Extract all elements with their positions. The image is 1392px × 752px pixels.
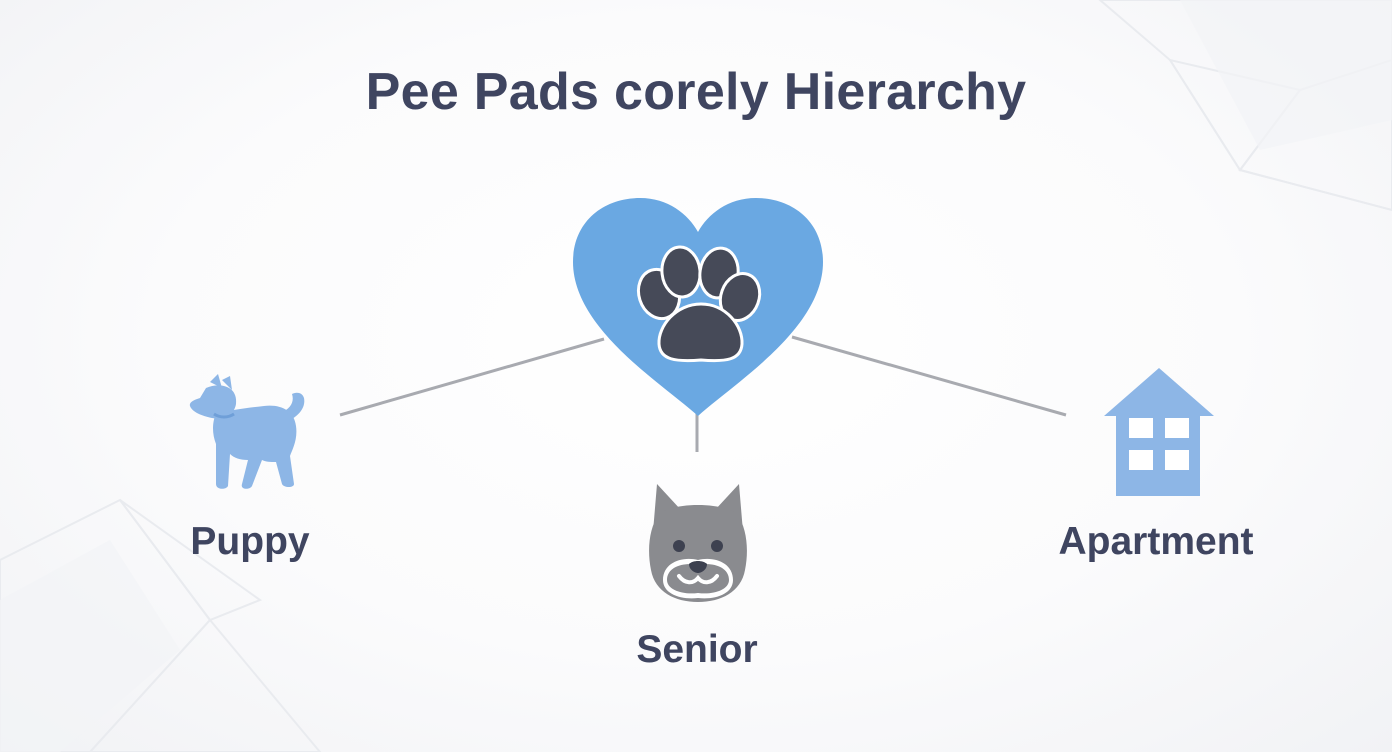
diagram-title: Pee Pads corely Hierarchy xyxy=(365,63,1027,121)
heart-paw-icon xyxy=(573,198,823,416)
senior-node xyxy=(647,480,749,604)
puppy-label: Puppy xyxy=(190,520,310,563)
root-node xyxy=(568,194,828,419)
apartment-house-icon xyxy=(1104,368,1214,496)
puppy-node xyxy=(186,374,310,492)
connector-root-apartment xyxy=(791,335,1067,417)
senior-label: Senior xyxy=(636,628,758,671)
connector-root-puppy xyxy=(339,337,605,417)
puppy-icon xyxy=(189,374,305,489)
apartment-node xyxy=(1104,368,1214,498)
apartment-label: Apartment xyxy=(1058,520,1254,563)
senior-dog-icon xyxy=(649,484,747,602)
